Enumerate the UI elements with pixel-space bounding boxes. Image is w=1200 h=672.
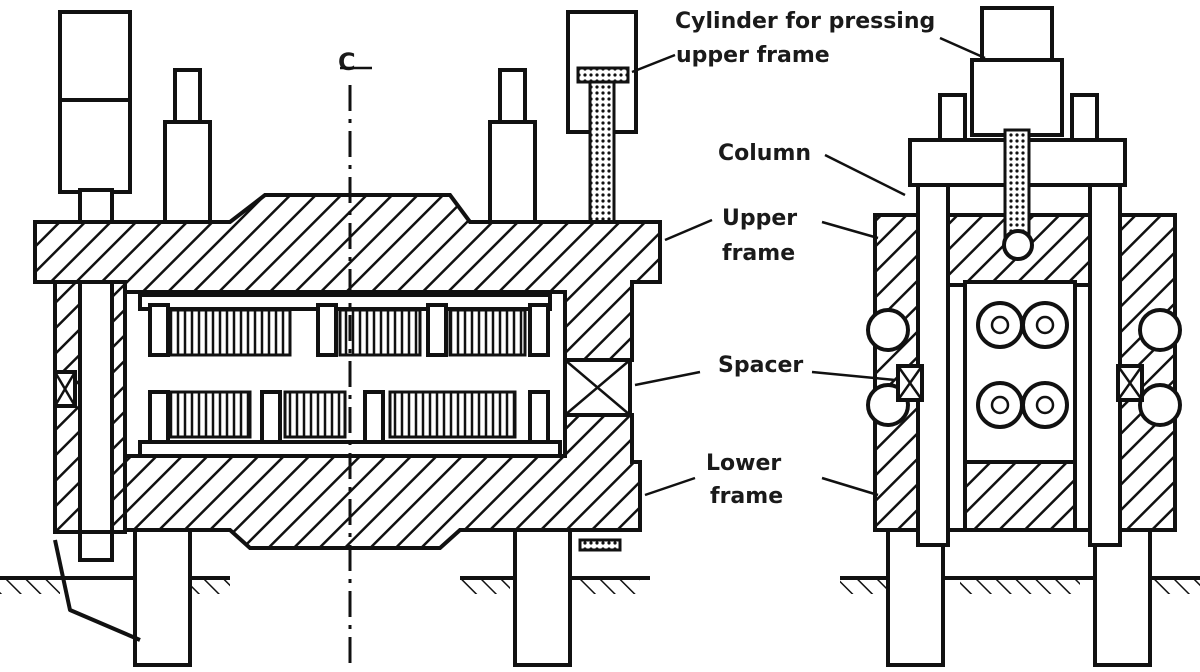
ground-hatch-4 bbox=[580, 580, 640, 594]
side-view: C bbox=[0, 10, 662, 667]
lower-bearing-3 bbox=[363, 390, 385, 444]
end-roll-lr-hub bbox=[1035, 395, 1055, 415]
end-spacer-right-x2 bbox=[1116, 365, 1144, 401]
foot-left bbox=[133, 528, 192, 667]
upper-roll-1 bbox=[168, 308, 292, 357]
upper-roll-2 bbox=[338, 308, 422, 357]
spacer-right-x2 bbox=[564, 359, 631, 416]
label-lower-frame-line1: Lower bbox=[706, 451, 781, 476]
end-column-right bbox=[1088, 183, 1122, 547]
label-lower-frame-line2: frame bbox=[710, 484, 783, 509]
end-cylinder-body bbox=[970, 58, 1064, 137]
end-side-roller-ur bbox=[1138, 308, 1182, 352]
leader-spacer-right bbox=[811, 370, 896, 382]
label-upper-frame-line2: frame bbox=[722, 241, 795, 266]
column-cap-left bbox=[173, 68, 202, 127]
leader-lines bbox=[631, 36, 986, 497]
lower-roll-1 bbox=[168, 390, 252, 439]
upper-chock-plate bbox=[138, 293, 552, 311]
column-top-left bbox=[163, 120, 212, 224]
lower-roll-2 bbox=[283, 390, 347, 439]
upper-bearing-1 bbox=[148, 303, 170, 357]
end-side-roller-ul bbox=[866, 308, 910, 352]
lower-bearing-4 bbox=[528, 390, 550, 444]
end-view bbox=[840, 6, 1200, 667]
ground-hatch-3 bbox=[460, 580, 510, 594]
upper-bearing-4 bbox=[528, 303, 550, 357]
end-roll-ul bbox=[976, 301, 1024, 349]
end-side-roller-lr bbox=[1138, 383, 1182, 427]
end-roll-ur-hub bbox=[1035, 315, 1055, 335]
end-roll-lr bbox=[1021, 381, 1069, 429]
label-upper-frame-line1: Upper bbox=[722, 206, 797, 231]
ground-hatch-2 bbox=[180, 580, 230, 594]
end-roll-ur bbox=[1021, 301, 1069, 349]
pressing-piston bbox=[576, 66, 630, 84]
label-spacer: Spacer bbox=[718, 353, 803, 378]
column-top-right bbox=[488, 120, 537, 224]
leader-lower-frame-left bbox=[644, 476, 696, 497]
centerline-label: C bbox=[338, 48, 356, 76]
leader-upper-frame-right bbox=[821, 220, 879, 240]
end-pressing-rod bbox=[1003, 128, 1031, 247]
leader-column bbox=[824, 153, 906, 197]
upper-bearing-2 bbox=[316, 303, 338, 357]
label-cylinder-line2: upper frame bbox=[676, 43, 830, 68]
leader-spacer-left bbox=[634, 370, 701, 387]
label-column: Column bbox=[718, 141, 811, 166]
foot-right bbox=[513, 528, 572, 667]
leader-cylinder-right bbox=[939, 36, 986, 60]
spring-bottom bbox=[578, 538, 622, 552]
ground-hatch-7 bbox=[1150, 580, 1200, 594]
end-cylinder bbox=[980, 6, 1054, 65]
lower-frame-body bbox=[123, 413, 642, 550]
lower-roll-3 bbox=[388, 390, 517, 439]
bracket-left bbox=[53, 539, 141, 642]
left-column-lower bbox=[78, 280, 114, 534]
upper-roll-3 bbox=[448, 308, 527, 357]
spacer-left-x2 bbox=[53, 371, 77, 407]
leader-upper-frame-left bbox=[664, 218, 713, 242]
ground-hatch-6 bbox=[960, 580, 1080, 594]
ground-hatch-5 bbox=[840, 580, 890, 594]
end-foot-left bbox=[886, 528, 945, 667]
end-roll-ul-hub bbox=[990, 315, 1010, 335]
ground-hatch-1 bbox=[0, 580, 60, 594]
upper-bearing-3 bbox=[426, 303, 448, 357]
column-cap-right bbox=[498, 68, 527, 127]
pressing-rod bbox=[588, 80, 616, 234]
lower-bearing-1 bbox=[148, 390, 170, 444]
end-foot-right bbox=[1093, 528, 1152, 667]
label-cylinder-line1: Cylinder for pressing bbox=[675, 9, 935, 34]
annotation-labels: Cylinder for pressing upper frame Column… bbox=[675, 9, 935, 509]
lower-bearing-2 bbox=[260, 390, 282, 444]
end-rod-eye bbox=[1002, 229, 1034, 261]
leader-cylinder-left bbox=[631, 53, 676, 74]
end-roll-ll-hub bbox=[990, 395, 1010, 415]
leader-lower-frame-right bbox=[821, 476, 879, 497]
end-spacer-left-x2 bbox=[896, 365, 924, 401]
end-roll-ll bbox=[976, 381, 1024, 429]
